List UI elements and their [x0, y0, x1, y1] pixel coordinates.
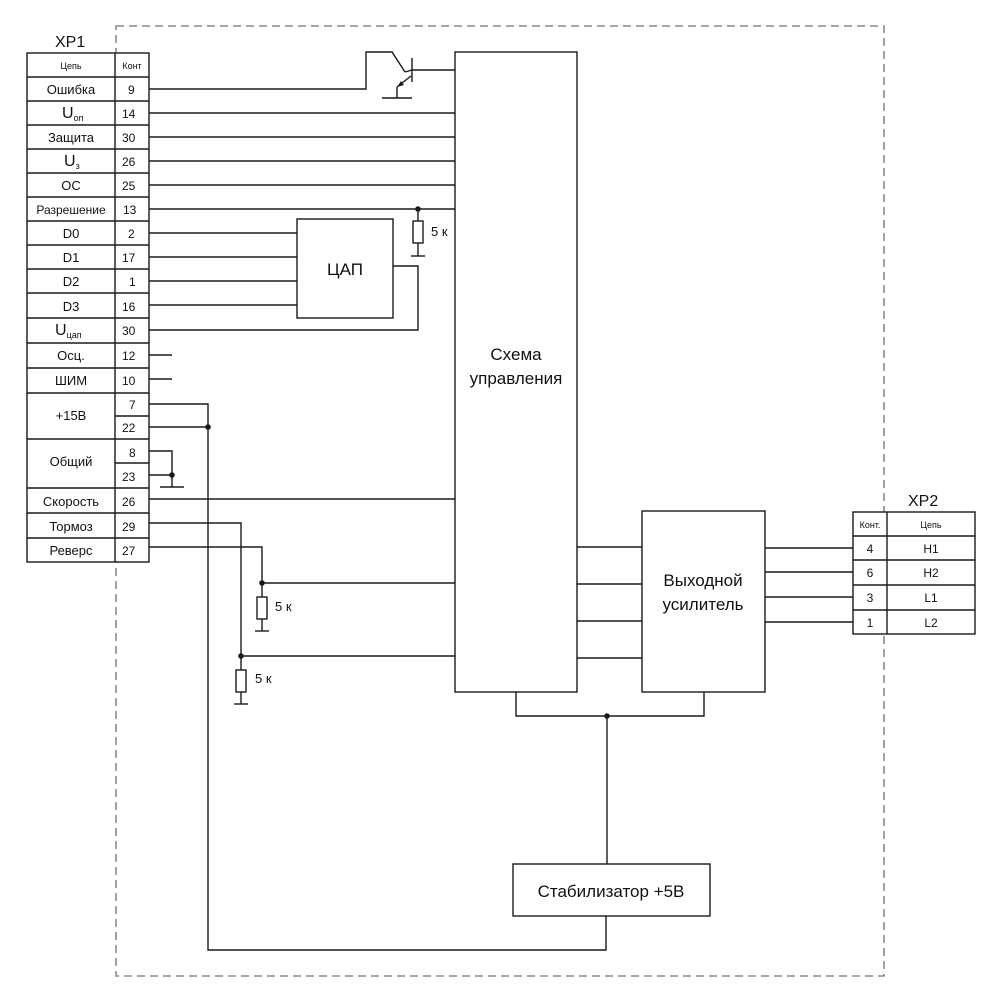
- resistor-label-enable: 5 к: [431, 224, 448, 239]
- xp1-label-d3: D3: [63, 299, 80, 314]
- control-circuit-block: Схема управления: [454, 51, 578, 693]
- xp1-header-contact: Конт: [122, 61, 141, 71]
- xp2-title: XP2: [908, 493, 938, 510]
- xp1-pin-error: 9: [128, 83, 135, 97]
- resistor-label-brake: 5 к: [255, 671, 272, 686]
- xp1-label-enable: Разрешение: [36, 203, 106, 217]
- xp1-label-protection: Защита: [48, 130, 95, 145]
- xp1-pin-os: 25: [122, 179, 136, 193]
- xp1-pin-d3: 16: [122, 300, 136, 314]
- xp1-pin-reverse: 27: [122, 544, 136, 558]
- xp1-pin-osc: 12: [122, 349, 136, 363]
- xp1-pin-uop: 14: [122, 107, 136, 121]
- xp1-pin-udac: 30: [122, 324, 136, 338]
- xp1-label-d0: D0: [63, 226, 80, 241]
- xp1-pin-d1: 17: [122, 251, 136, 265]
- xp2-table: [852, 511, 976, 635]
- connector-xp1: XP1 Цепь Конт Ошибка 9 Uоп 14 Защита 30 …: [26, 34, 150, 563]
- xp1-pin-uz: 26: [122, 155, 136, 169]
- xp1-label-plus15v: +15В: [56, 408, 87, 423]
- xp2-label-l1: L1: [924, 591, 938, 605]
- xp1-label-d1: D1: [63, 250, 80, 265]
- xp1-pin-23: 23: [122, 470, 136, 484]
- xp1-label-brake: Тормоз: [49, 519, 92, 534]
- resistor-label-reverse: 5 к: [275, 599, 292, 614]
- xp1-pin-protection: 30: [122, 131, 136, 145]
- xp1-label-os: ОС: [61, 178, 81, 193]
- xp1-pin-d2: 1: [129, 275, 136, 289]
- xp1-pin-7: 7: [129, 398, 136, 412]
- stabilizer-label: Стабилизатор +5В: [538, 882, 685, 901]
- control-circuit-label-2: управления: [470, 369, 563, 388]
- xp1-label-common: Общий: [50, 454, 93, 469]
- xp1-pin-enable: 13: [123, 203, 137, 217]
- xp2-label-h2: H2: [923, 566, 939, 580]
- output-amplifier-label-2: усилитель: [663, 595, 744, 614]
- xp1-title: XP1: [55, 34, 85, 51]
- xp2-label-h1: H1: [923, 542, 939, 556]
- connector-xp2: XP2 Конт. Цепь 4 H1 6 H2 3 L1 1 L2: [852, 493, 976, 635]
- xp1-pin-speed: 26: [122, 495, 136, 509]
- dac-block: ЦАП: [296, 218, 394, 319]
- xp1-pin-brake: 29: [122, 520, 136, 534]
- xp1-label-uz: Uз: [64, 153, 80, 171]
- xp1-label-pwm: ШИМ: [55, 373, 87, 388]
- xp1-pin-pwm: 10: [122, 374, 136, 388]
- xp2-label-l2: L2: [924, 616, 938, 630]
- xp2-pin-l2: 1: [867, 616, 874, 630]
- xp1-pin-8: 8: [129, 446, 136, 460]
- stabilizer-block: Стабилизатор +5В: [512, 863, 711, 917]
- output-amplifier-label-1: Выходной: [663, 571, 742, 590]
- xp1-label-speed: Скорость: [43, 494, 99, 509]
- xp1-header-circuit: Цепь: [60, 61, 82, 71]
- wiring: [149, 51, 853, 951]
- dac-label: ЦАП: [327, 260, 363, 279]
- xp1-label-udac: Uцап: [55, 322, 82, 340]
- xp2-pin-h1: 4: [867, 542, 874, 556]
- xp1-label-d2: D2: [63, 274, 80, 289]
- xp2-pin-l1: 3: [867, 591, 874, 605]
- xp1-label-uop: Uоп: [62, 105, 84, 123]
- xp1-pin-d0: 2: [128, 227, 135, 241]
- xp1-label-osc: Осц.: [57, 348, 85, 363]
- xp2-pin-h2: 6: [867, 566, 874, 580]
- xp1-table: [26, 52, 150, 563]
- xp1-label-error: Ошибка: [47, 82, 96, 97]
- output-amplifier-block: Выходной усилитель: [641, 510, 766, 693]
- xp2-header-contact: Конт.: [860, 520, 881, 530]
- xp1-pin-22: 22: [122, 421, 136, 435]
- control-circuit-label-1: Схема: [490, 345, 542, 364]
- xp1-label-reverse: Реверс: [49, 543, 93, 558]
- module-boundary: [115, 25, 885, 977]
- xp2-header-circuit: Цепь: [920, 520, 942, 530]
